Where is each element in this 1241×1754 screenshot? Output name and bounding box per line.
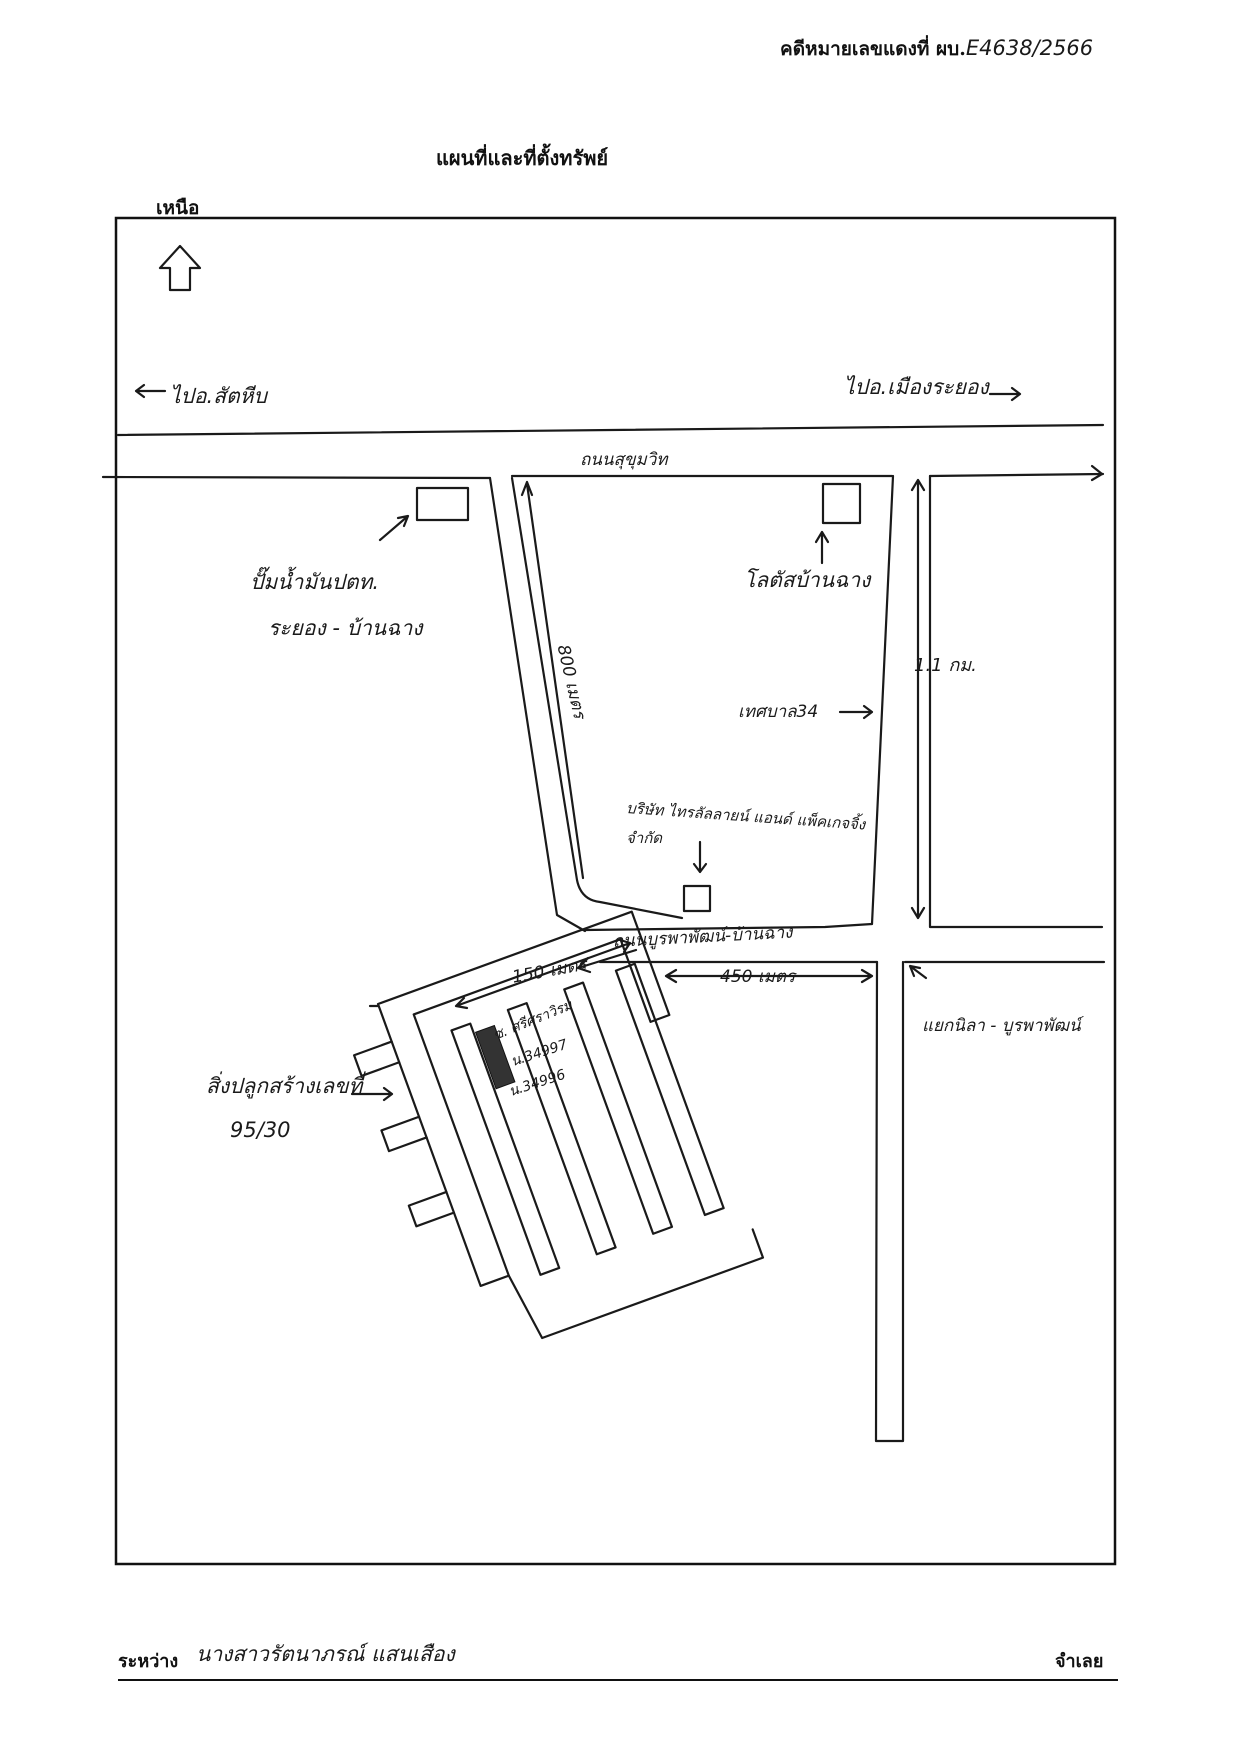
- arrow-1-1: [910, 478, 926, 920]
- building-label: สิ่งปลูกสร้างเลขที่: [206, 1074, 363, 1098]
- sukhumvit-road-label: ถนนสุขุมวิท: [580, 450, 668, 470]
- municipal-label: เทศบาล34: [738, 702, 819, 722]
- gas-station-label: ปั๊มน้ำมันปตท.: [250, 570, 380, 594]
- gas-station-arrow: [378, 514, 410, 542]
- between-label: ระหว่าง: [118, 1651, 179, 1672]
- road-end-mark: [1090, 464, 1104, 482]
- burapha-road: [583, 922, 1106, 964]
- building-number: 95/30: [230, 1118, 291, 1142]
- lotus-box: [821, 482, 862, 525]
- lotus-label: โลตัสบ้านฉาง: [744, 568, 871, 592]
- arrow-150: [454, 938, 632, 1010]
- case-number: E4638/2566: [965, 36, 1094, 60]
- arrow-450: [664, 968, 874, 984]
- arrow-800-top: [520, 480, 585, 880]
- right-road: [870, 474, 1104, 929]
- sukhumvit-road: [101, 423, 1105, 480]
- property-lots: [474, 1024, 516, 1090]
- junction-label: แยกนิลา - บูรพาพัฒน์: [922, 1016, 1081, 1036]
- map-frame: [114, 216, 1117, 1566]
- north-arrow-icon: [158, 244, 202, 292]
- building-arrow: [350, 1086, 394, 1102]
- plaintiff-name: นางสาวรัตนาภรณ์ แสนเสือง: [196, 1642, 455, 1666]
- to-rayong-label: ไปอ.เมืองระยอง: [844, 375, 989, 399]
- defendant-label: จำเลย: [1055, 1651, 1104, 1672]
- lotus-arrow: [814, 530, 830, 565]
- right-road-lower: [874, 960, 905, 1443]
- case-label: คดีหมายเลขแดงที่ ผบ.: [780, 38, 966, 60]
- subdivision: [352, 910, 765, 1340]
- gas-station-label-2: ระยอง - บ้านฉาง: [268, 616, 423, 640]
- company-arrow: [692, 840, 708, 874]
- page-title: แผนที่และที่ตั้งทรัพย์: [436, 146, 609, 170]
- company-box: [682, 884, 712, 913]
- west-arrow-icon: [134, 383, 167, 399]
- distance-450-label: 450 เมตร: [720, 967, 796, 987]
- municipal-arrow: [838, 704, 874, 720]
- distance-1-1-label: 1.1 กม.: [914, 655, 977, 676]
- east-arrow-icon: [988, 386, 1022, 402]
- case-number-label: คดีหมายเลขแดงที่ ผบ.E4638/2566: [780, 34, 1093, 64]
- junction-arrow: [908, 964, 928, 980]
- north-label: เหนือ: [156, 197, 200, 219]
- gas-station-box: [415, 486, 470, 522]
- to-sattahip-label: ไปอ.สัตหีบ: [170, 384, 267, 408]
- company-label-2: จำกัด: [626, 829, 663, 847]
- diagonal-road: [488, 476, 684, 933]
